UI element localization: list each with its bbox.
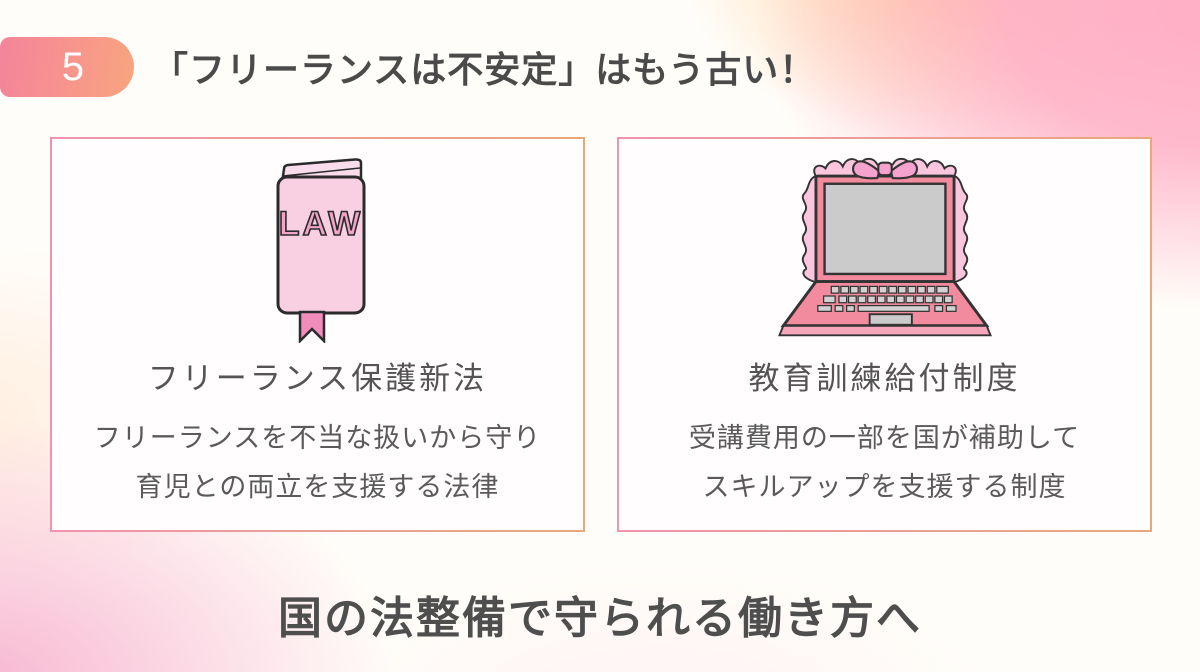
conclusion-text: 国の法整備で守られる働き方へ [278,594,922,643]
card-title-education: 教育訓練給付制度 [748,361,1021,396]
laptop-illustration [777,157,992,337]
ribbon-laptop-icon [760,155,1010,345]
description-line: フリーランスを不当な扱いから守り [93,423,542,453]
step-number: 5 [61,45,85,89]
description-line: 育児との両立を支援する法律 [135,471,500,502]
card-education-benefit: 教育訓練給付制度 受講費用の一部を国が補助して スキルアップを支援する制度 [617,137,1152,532]
card-freelance-protection-law: LAW フリーランス保護新法 フリーランスを不当な扱いから守り 育児との両立を支… [50,137,585,532]
page-title: 「フリーランスは不安定」はもう古い！ [152,49,817,90]
law-book-icon: LAW [258,155,378,345]
card-description-education: 受講費用の一部を国が補助して スキルアップを支援する制度 [689,414,1080,511]
card-description-law: フリーランスを不当な扱いから守り 育児との両立を支援する法律 [94,414,541,511]
cards-row: LAW フリーランス保護新法 フリーランスを不当な扱いから守り 育児との両立を支… [50,137,1152,532]
card-title-law: フリーランス保護新法 [147,361,488,396]
law-book-label: LAW [278,205,363,243]
law-book-illustration: LAW [276,158,365,343]
step-number-badge: 5 [0,37,134,97]
description-line: 受講費用の一部を国が補助して [688,423,1081,453]
description-line: スキルアップを支援する制度 [702,471,1067,502]
